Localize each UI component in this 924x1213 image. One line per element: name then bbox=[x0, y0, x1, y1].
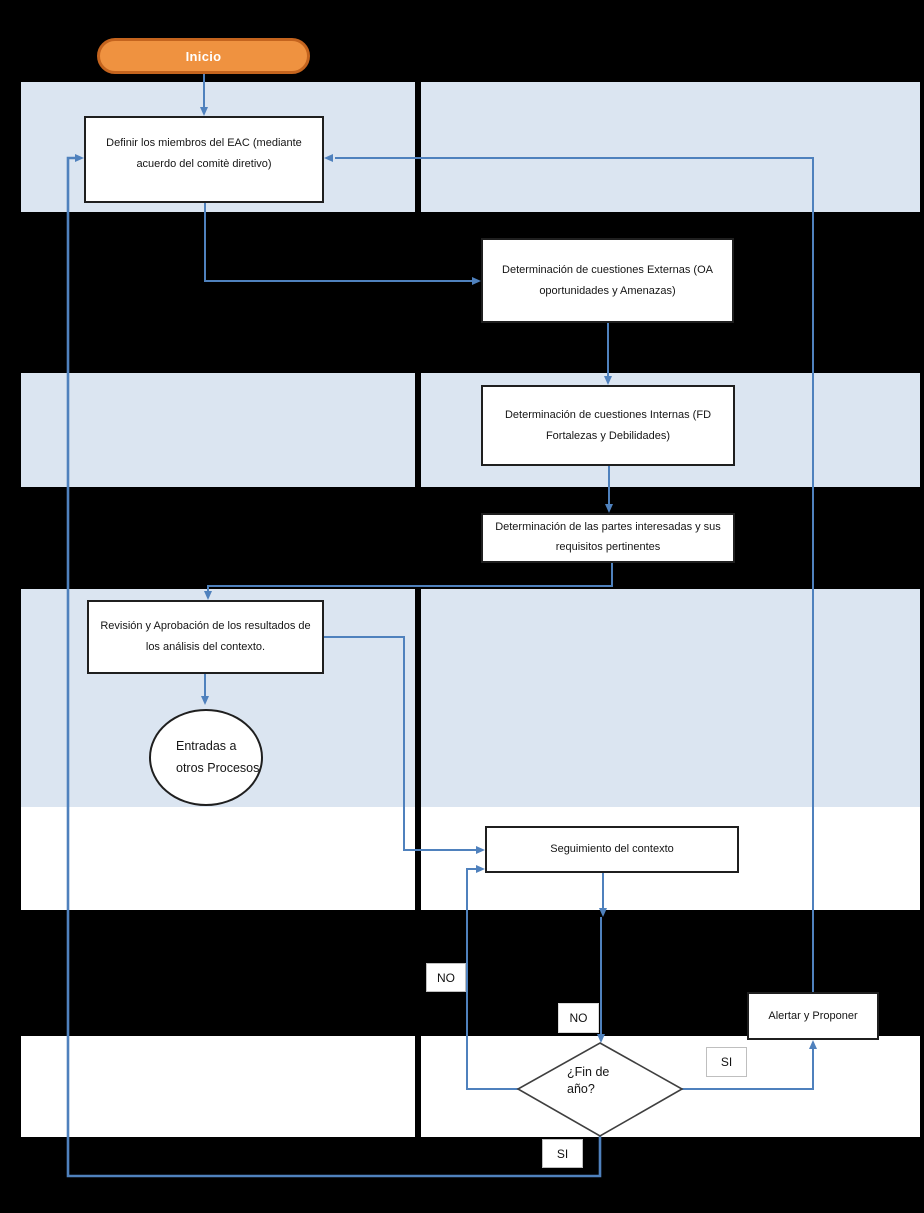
process-alertar-label: Alertar y Proponer bbox=[768, 1009, 858, 1022]
process-cuestiones-internas: Determinación de cuestiones Internas (FD… bbox=[481, 385, 735, 466]
no-upper-text: NO bbox=[437, 970, 455, 985]
process-partes-label: Determinación de las partes interesadas … bbox=[495, 521, 721, 553]
start-terminator: Inicio bbox=[97, 38, 310, 74]
connectors bbox=[66, 74, 814, 1178]
process-definir-miembros: Definir los miembros del EAC (mediante a… bbox=[84, 116, 324, 203]
decision-diamond-shape bbox=[516, 1042, 684, 1137]
process-seguimiento-label: Seguimiento del contexto bbox=[550, 843, 674, 856]
terminator-entradas-otros-procesos: Entradas a otros Procesos bbox=[149, 709, 263, 806]
no-lower-text: NO bbox=[569, 1011, 588, 1025]
si-right-text: SI bbox=[720, 1055, 733, 1069]
lane-divider bbox=[415, 82, 421, 1143]
connector-label-no-upper: NO bbox=[426, 963, 466, 992]
process-cuestiones-externas: Determinación de cuestiones Externas (OA… bbox=[481, 238, 734, 323]
lane-band-2 bbox=[21, 373, 920, 487]
start-label: Inicio bbox=[185, 48, 222, 64]
arrowheads bbox=[75, 107, 817, 1049]
process-revision-aprobacion: Revisión y Aprobación de los resultados … bbox=[87, 600, 324, 674]
process-externas-label: Determinación de cuestiones Externas (OA… bbox=[502, 263, 713, 297]
process-revision-label: Revisión y Aprobación de los resultados … bbox=[100, 620, 311, 653]
lane-band-5 bbox=[21, 1036, 920, 1137]
process-partes-interesadas: Determinación de las partes interesadas … bbox=[481, 513, 735, 563]
process-alertar-proponer: Alertar y Proponer bbox=[747, 992, 879, 1040]
connector-label-no-lower: NO bbox=[558, 1003, 599, 1033]
process-definir-label: Definir los miembros del EAC (mediante a… bbox=[106, 136, 302, 170]
connector-label-si-right: SI bbox=[706, 1047, 747, 1077]
si-bottom-text: SI bbox=[556, 1146, 569, 1161]
lane-band-4 bbox=[21, 807, 920, 910]
decision-fin-de-ano-label: ¿Fin de año? bbox=[567, 1065, 610, 1096]
process-internas-label: Determinación de cuestiones Internas (FD… bbox=[504, 408, 712, 442]
process-seguimiento-contexto: Seguimiento del contexto bbox=[485, 826, 739, 873]
connector-label-si-bottom: SI bbox=[542, 1139, 583, 1168]
terminator-entradas-label: Entradas a otros Procesos bbox=[176, 738, 260, 775]
